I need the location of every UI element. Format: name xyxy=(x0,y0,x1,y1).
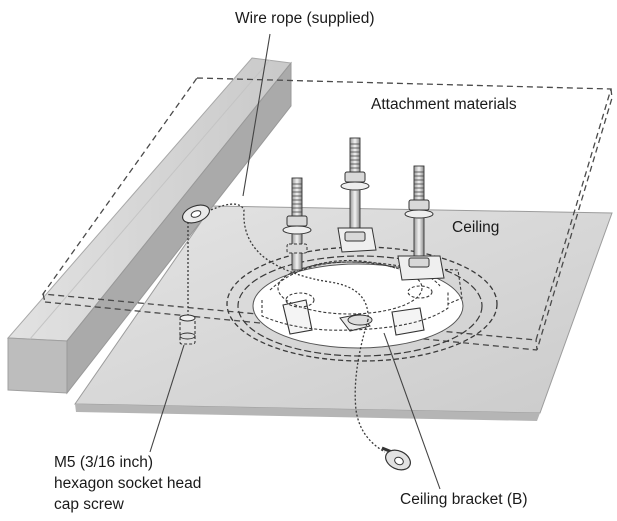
hanging-bolts xyxy=(282,137,445,281)
ceiling-opening xyxy=(226,246,498,362)
label-cap-screw-line3: cap screw xyxy=(54,496,124,513)
wire-rope-ring-top xyxy=(182,204,210,224)
label-cap-screw-line2: hexagon socket head xyxy=(54,475,202,492)
attachment-materials-outline xyxy=(41,77,613,351)
wire-rope-ring-bottom xyxy=(381,446,411,471)
wire-rope xyxy=(187,203,386,453)
bolt-middle xyxy=(337,137,377,253)
label-cap-screw-line1: M5 (3/16 inch) xyxy=(54,454,154,471)
label-cap-screw: M5 (3/16 inch) hexagon socket head cap s… xyxy=(54,452,201,515)
leader-wire-rope xyxy=(242,33,271,197)
ceiling-beam xyxy=(6,57,292,395)
bolt-right xyxy=(397,165,445,281)
bolt-left xyxy=(282,177,312,271)
label-ceiling-bracket: Ceiling bracket (B) xyxy=(400,491,528,508)
label-attachment-materials: Attachment materials xyxy=(371,96,517,113)
label-wire-rope: Wire rope (supplied) xyxy=(235,10,375,27)
leader-screw xyxy=(149,344,185,453)
leader-lines xyxy=(149,33,441,490)
leader-bracket xyxy=(383,332,441,490)
label-ceiling: Ceiling xyxy=(452,219,500,236)
cap-screw xyxy=(179,314,196,345)
